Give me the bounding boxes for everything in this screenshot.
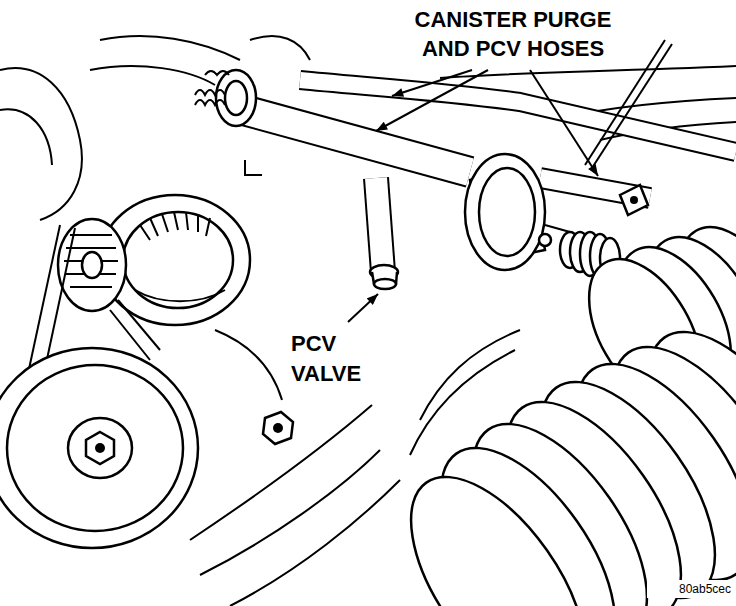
throttle-body <box>539 234 551 246</box>
alternator <box>82 252 102 278</box>
air-duct <box>420 330 520 420</box>
drive-belt <box>118 300 160 350</box>
hose <box>376 178 383 272</box>
leader-arrow <box>530 70 598 176</box>
engine-contour <box>0 109 52 165</box>
hose <box>236 108 470 172</box>
engine-contour <box>100 36 240 60</box>
engine-block <box>190 405 372 540</box>
hose-clamp <box>195 90 225 95</box>
throttle-body <box>465 154 570 270</box>
throttle-body <box>479 168 535 256</box>
pcv-valve <box>374 279 396 289</box>
engine-block <box>200 450 380 575</box>
hose-clamp <box>245 160 262 175</box>
hose-clamp <box>195 70 262 175</box>
hose-clamp <box>205 71 229 75</box>
alternator <box>58 195 250 325</box>
engine-contour <box>90 66 215 85</box>
engine-block <box>215 330 282 400</box>
hose-clamp <box>195 100 225 105</box>
dipstick <box>585 40 672 215</box>
alternator <box>135 290 225 301</box>
leader-arrow <box>392 70 472 96</box>
air-duct <box>377 208 736 606</box>
pulley <box>0 348 198 548</box>
hose-clamp <box>216 70 256 126</box>
part-label: CANISTER PURGE AND PCV HOSES <box>388 4 638 64</box>
pulley <box>86 432 114 464</box>
leader-arrow <box>348 70 598 322</box>
pcv-valve <box>372 272 397 289</box>
leader-arrow <box>376 70 488 131</box>
air-duct <box>410 350 515 455</box>
leader-arrow <box>348 294 378 322</box>
engine-contour <box>0 68 82 220</box>
dipstick <box>630 196 638 204</box>
throttle-body <box>545 225 570 232</box>
engine-block <box>263 412 293 444</box>
engine-block <box>273 423 283 433</box>
pulley <box>0 348 198 548</box>
pulley <box>7 365 183 531</box>
engine-contour <box>250 36 310 60</box>
hose-clamp <box>225 81 247 115</box>
part-label: PCV VALVE <box>289 328 385 390</box>
pcv-valve <box>370 265 398 289</box>
air-duct <box>377 448 619 606</box>
hose <box>236 108 470 172</box>
throttle-body <box>465 154 545 270</box>
alternator <box>123 212 233 308</box>
pulley <box>68 418 132 478</box>
pulley <box>95 443 105 453</box>
hose <box>376 178 383 272</box>
figure-code: 80ab5cec <box>647 580 733 598</box>
alternator <box>140 212 210 240</box>
dipstick <box>620 185 648 215</box>
engine-block <box>230 480 400 606</box>
alternator <box>58 219 126 311</box>
